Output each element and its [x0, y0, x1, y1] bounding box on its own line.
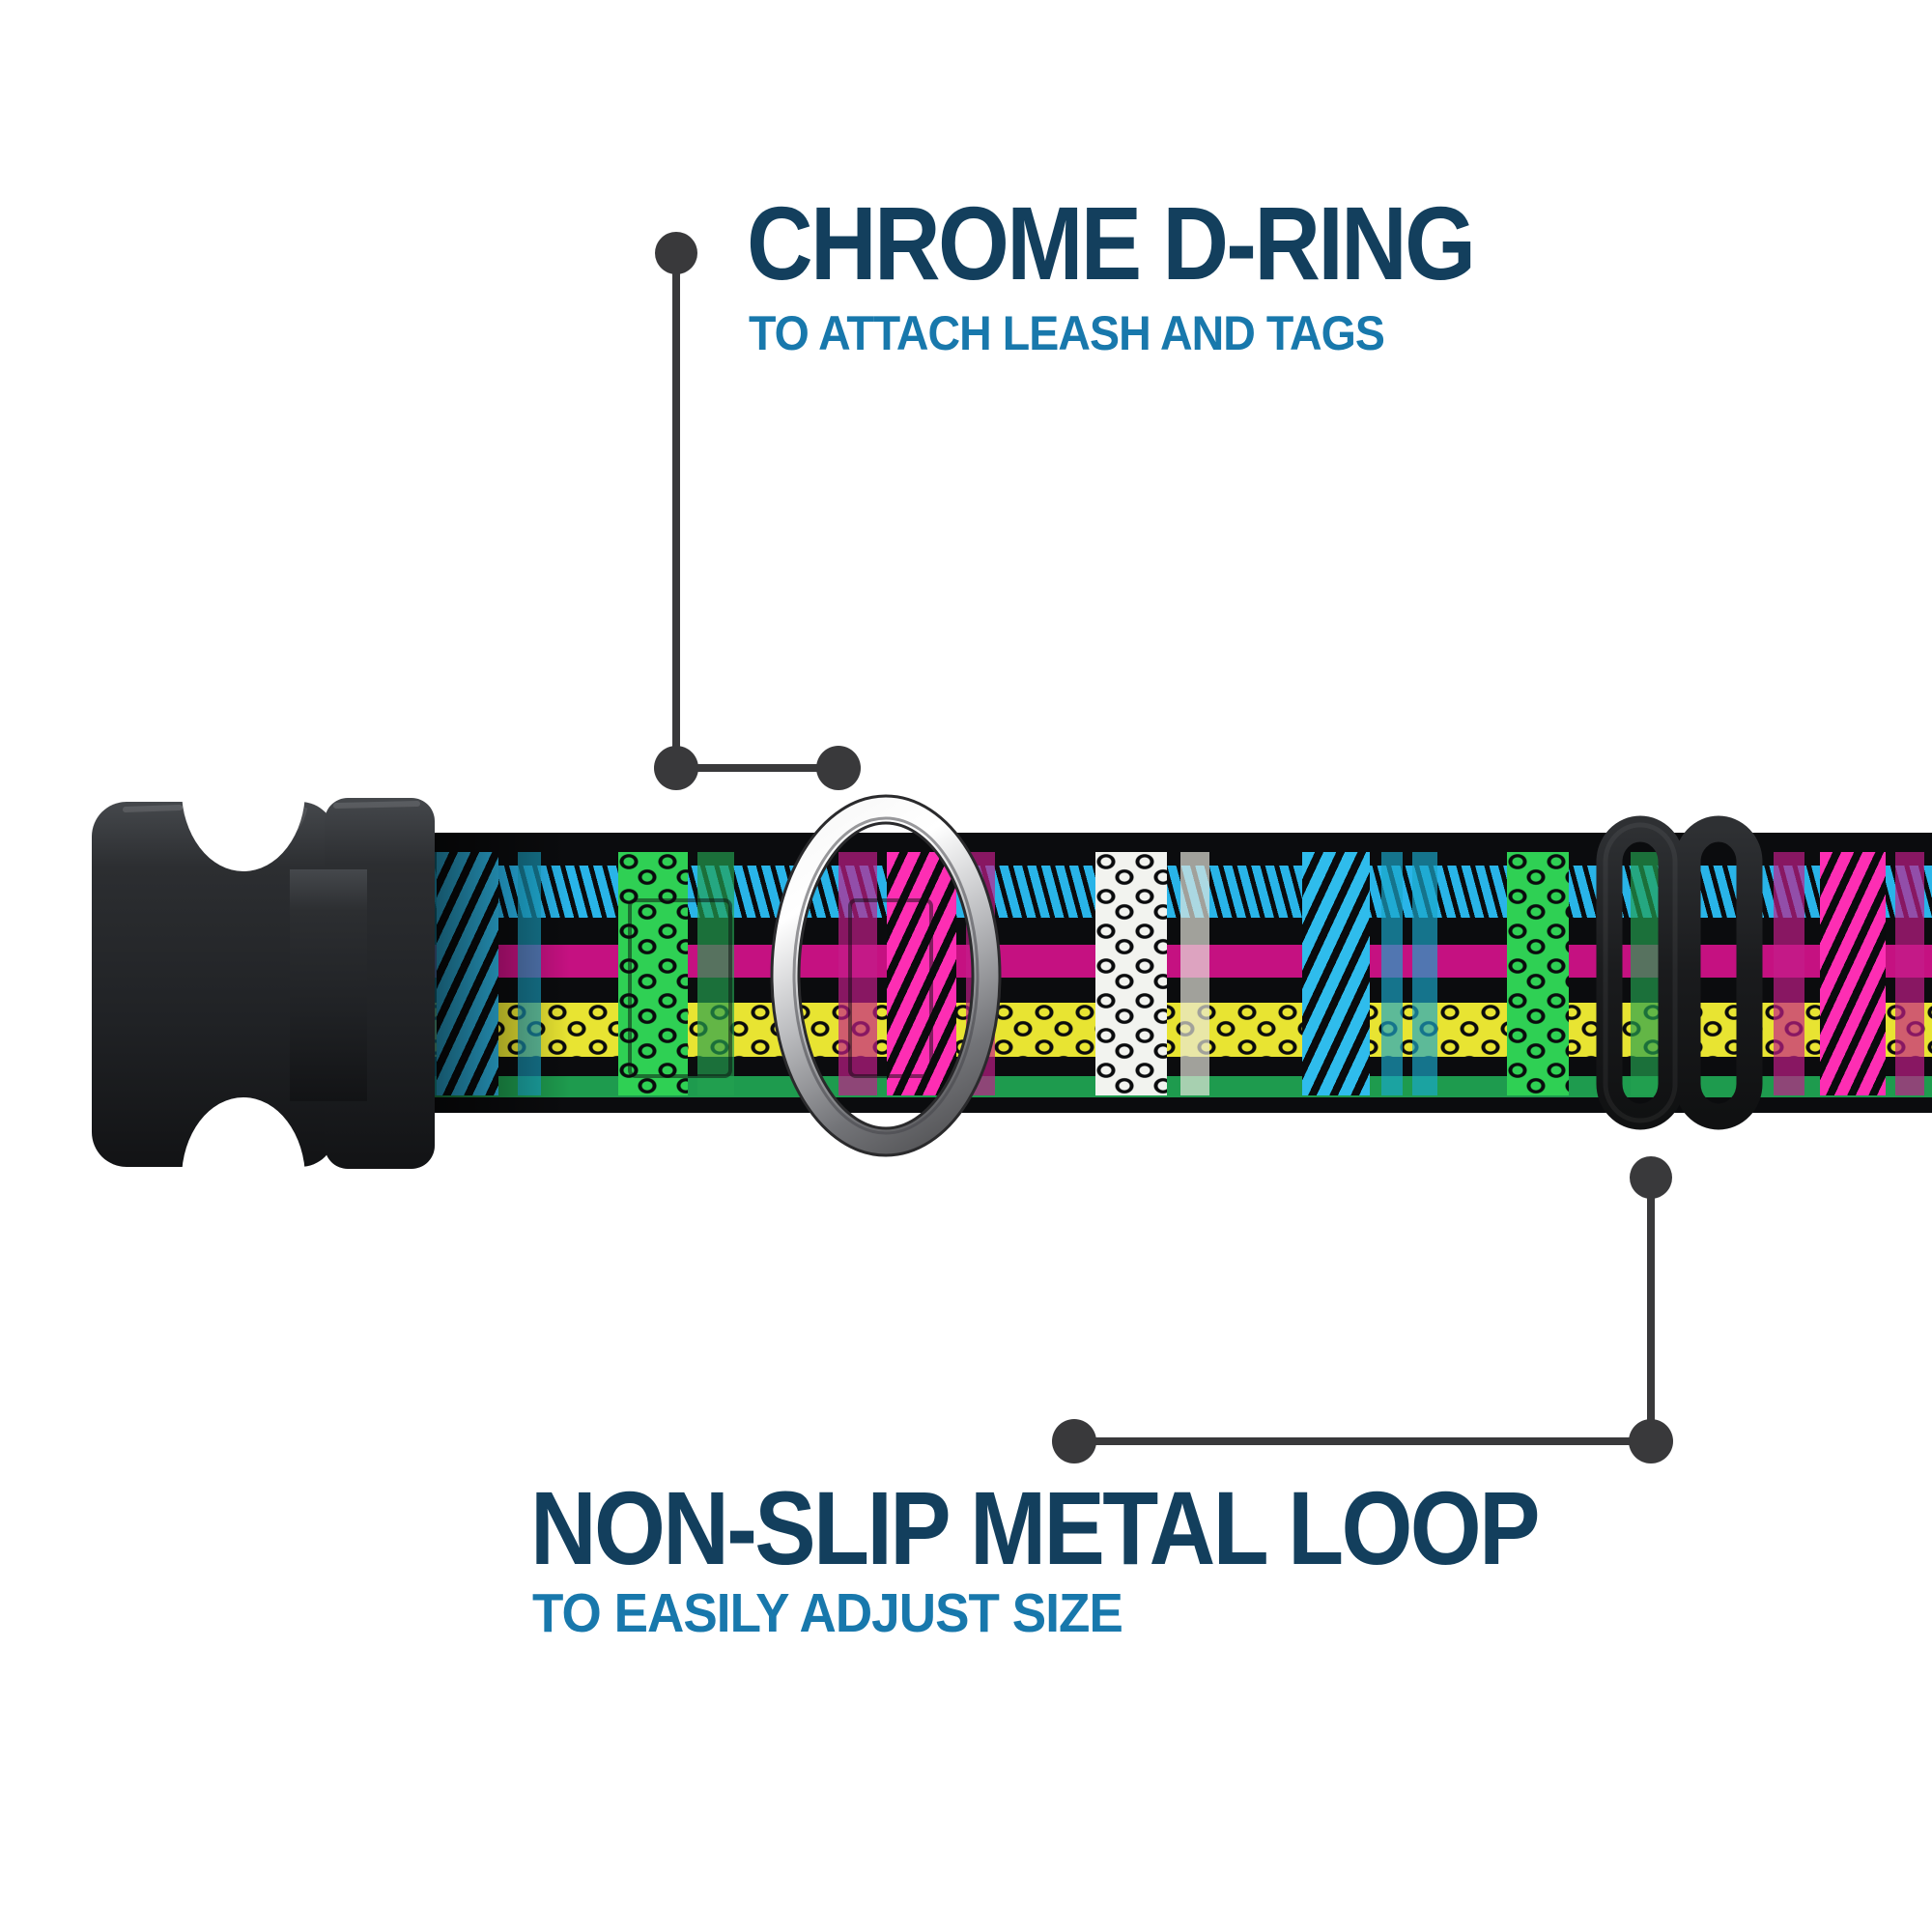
callout1-end-dot [816, 746, 861, 790]
webbing-row-edge-bottom [425, 1097, 1932, 1113]
webbing-band-solid-9 [1180, 852, 1209, 1095]
chrome-d-ring-icon [770, 794, 1002, 1157]
callout2-end-dot [1052, 1419, 1096, 1463]
stitch-box-1 [848, 898, 933, 1078]
callout1-subtitle: TO ATTACH LEASH AND TAGS [749, 306, 1385, 360]
side-release-buckle-icon [92, 709, 435, 1260]
callout1-horizontal-line [676, 764, 838, 772]
webbing-band-solid-15 [1774, 852, 1804, 1095]
webbing-band-solid-4 [697, 852, 734, 1095]
callout1-title: CHROME D-RING [747, 185, 1476, 301]
webbing-band-leopard-13 [1507, 852, 1569, 1095]
webbing-band-zebra-10 [1302, 852, 1370, 1095]
webbing-band-solid-5 [838, 852, 877, 1095]
callout1-vertical-line [672, 253, 680, 768]
webbing-band-solid-12 [1412, 852, 1437, 1095]
callout2-horizontal-line [1074, 1437, 1650, 1445]
callout2-elbow-dot [1629, 1419, 1673, 1463]
buckle-mouth-shadow [425, 833, 570, 1113]
callout1-elbow-dot [654, 746, 698, 790]
webbing-band-leopard-8 [1095, 852, 1167, 1095]
stitch-box-0 [628, 898, 732, 1078]
webbing-band-zebra-6 [887, 852, 956, 1095]
tri-glide-slider-icon [1596, 815, 1763, 1130]
callout2-title: NON-SLIP METAL LOOP [530, 1469, 1540, 1586]
webbing-band-solid-11 [1381, 852, 1403, 1095]
webbing-band-solid-17 [1895, 852, 1924, 1095]
callout2-vertical-line [1647, 1178, 1655, 1441]
webbing-band-zebra-16 [1820, 852, 1886, 1095]
callout2-subtitle: TO EASILY ADJUST SIZE [532, 1582, 1123, 1644]
